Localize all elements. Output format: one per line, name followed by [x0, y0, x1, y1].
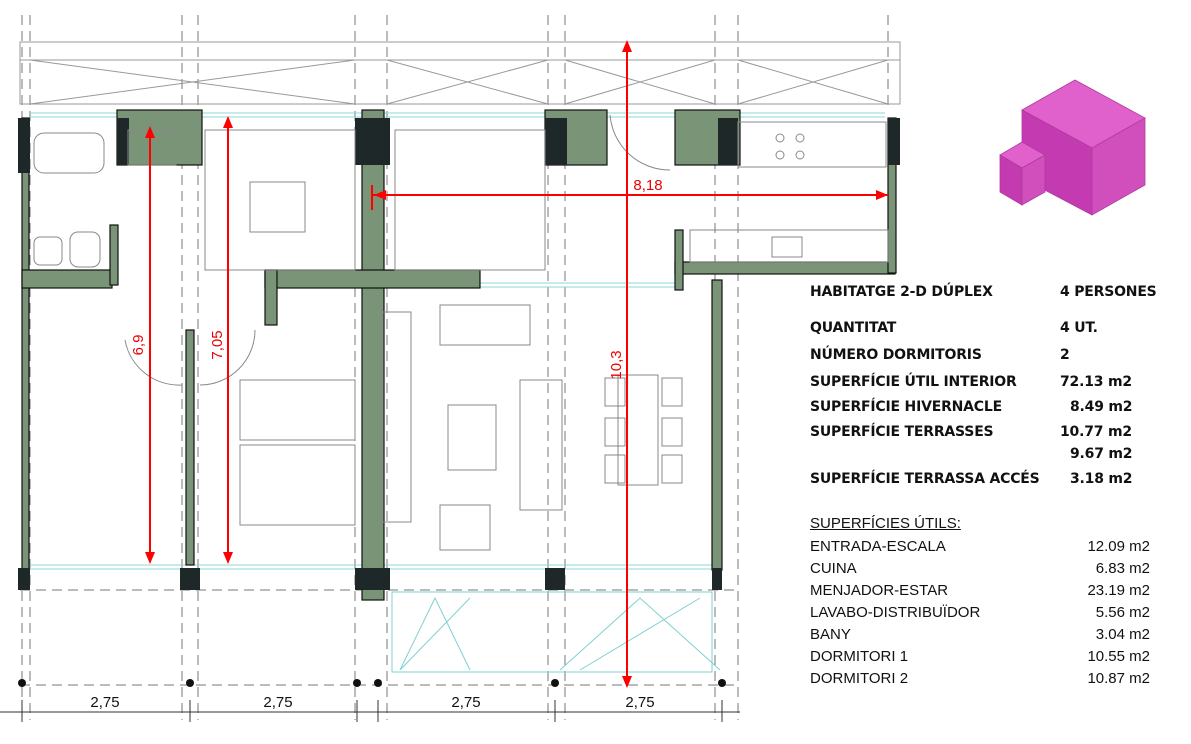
area-label: BANY [810, 626, 851, 643]
summary-value: 9.67 m2 [1070, 446, 1133, 462]
persons: 4 PERSONES [1060, 284, 1157, 300]
summary-row: NÚMERO DORMITORIS 2 [810, 347, 1150, 367]
area-row: BANY 3.04 m2 [810, 626, 1150, 646]
area-label: DORMITORI 1 [810, 648, 909, 665]
area-value: 3.04 m2 [1095, 626, 1150, 643]
unit-cube-icon [999, 79, 1146, 216]
area-label: LAVABO-DISTRIBUÏDOR [810, 604, 981, 621]
summary-value: 3.18 m2 [1070, 471, 1133, 487]
area-row: LAVABO-DISTRIBUÏDOR 5.56 m2 [810, 604, 1150, 624]
summary-row: SUPERFÍCIE HIVERNACLE 8.49 m2 [810, 399, 1150, 419]
columns [18, 118, 900, 590]
area-value: 23.19 m2 [1087, 582, 1150, 599]
summary-row: SUPERFÍCIE TERRASSA ACCÉS 3.18 m2 [810, 471, 1150, 491]
area-row: ENTRADA-ESCALA 12.09 m2 [810, 538, 1150, 558]
dimension-label: 2,75 [451, 694, 480, 711]
summary-value: 72.13 m2 [1060, 374, 1132, 390]
dimension-red-label: 7,05 [209, 330, 226, 359]
summary-value: 10.77 m2 [1060, 424, 1132, 440]
summary-row: 9.67 m2 [810, 446, 1150, 466]
area-label: ENTRADA-ESCALA [810, 538, 946, 555]
area-value: 5.56 m2 [1095, 604, 1150, 621]
summary-row: QUANTITAT 4 UT. [810, 320, 1150, 340]
dimension-red-label: 6,9 [130, 335, 147, 356]
summary-value: 4 UT. [1060, 320, 1098, 336]
summary-label: SUPERFÍCIE ÚTIL INTERIOR [810, 374, 1017, 390]
area-row: DORMITORI 1 10.55 m2 [810, 648, 1150, 668]
winter-garden [391, 591, 721, 673]
summary-value: 2 [1060, 347, 1070, 363]
summary-row: SUPERFÍCIE TERRASSES 10.77 m2 [810, 424, 1150, 444]
red-dimensions [145, 40, 888, 688]
window-lines [30, 112, 885, 570]
area-row: CUINA 6.83 m2 [810, 560, 1150, 580]
area-label: DORMITORI 2 [810, 670, 909, 687]
summary-label: SUPERFÍCIE TERRASSA ACCÉS [810, 471, 1040, 487]
dimension-label: 2,75 [263, 694, 292, 711]
walls [21, 109, 897, 601]
area-value: 12.09 m2 [1087, 538, 1150, 555]
summary-label: NÚMERO DORMITORIS [810, 347, 982, 363]
area-value: 6.83 m2 [1095, 560, 1150, 577]
area-row: DORMITORI 2 10.87 m2 [810, 670, 1150, 690]
summary-row: SUPERFÍCIE ÚTIL INTERIOR 72.13 m2 [810, 374, 1150, 394]
area-value: 10.55 m2 [1087, 648, 1150, 665]
dimension-label: 2,75 [625, 694, 654, 711]
unit-type-title: HABITATGE 2-D DÚPLEX [810, 284, 993, 300]
summary-label: SUPERFÍCIE TERRASSES [810, 424, 994, 440]
area-row: MENJADOR-ESTAR 23.19 m2 [810, 582, 1150, 602]
summary-title-row: HABITATGE 2-D DÚPLEX 4 PERSONES [810, 284, 1157, 304]
area-value: 10.87 m2 [1087, 670, 1150, 687]
summary-label: QUANTITAT [810, 320, 897, 336]
grid-markers [18, 679, 726, 687]
dimension-label: 2,75 [90, 694, 119, 711]
area-label: CUINA [810, 560, 857, 577]
useful-areas-heading: SUPERFÍCIES ÚTILS: [810, 515, 961, 532]
upper-void [19, 41, 901, 105]
area-label: MENJADOR-ESTAR [810, 582, 949, 599]
dimension-red-label: 8,18 [633, 177, 662, 194]
summary-value: 8.49 m2 [1070, 399, 1133, 415]
furniture [33, 114, 889, 551]
summary-label: SUPERFÍCIE HIVERNACLE [810, 399, 1002, 415]
dimension-line [0, 700, 740, 722]
dimension-red-label: 10,3 [608, 350, 625, 379]
